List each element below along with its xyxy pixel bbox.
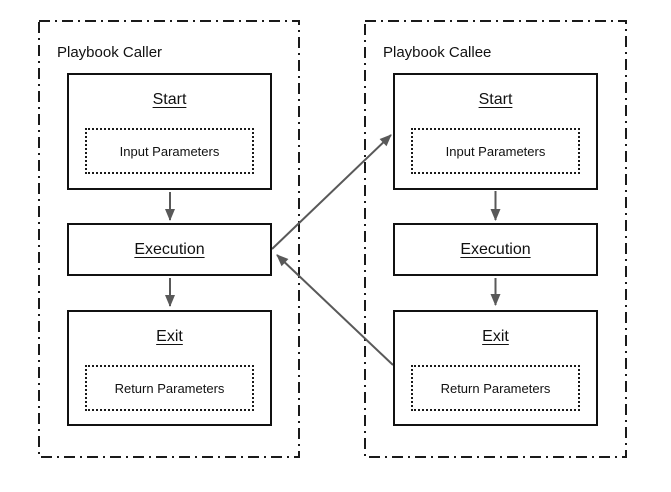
caller-input-parameters-label: Input Parameters	[119, 143, 220, 159]
callee-input-parameters-box: Input Parameters	[411, 128, 580, 174]
callee-input-parameters-label: Input Parameters	[445, 143, 546, 159]
caller-start-title: Start	[152, 91, 187, 108]
caller-input-parameters-box: Input Parameters	[85, 128, 254, 174]
caller-return-parameters-label: Return Parameters	[114, 380, 225, 396]
callee-exit-title: Exit	[482, 328, 509, 345]
return-arrow	[276, 254, 394, 366]
callee-return-parameters-label: Return Parameters	[440, 380, 551, 396]
callee-execution-node: Execution	[393, 223, 598, 276]
callee-return-parameters-box: Return Parameters	[411, 365, 580, 411]
caller-panel-label: Playbook Caller	[57, 44, 163, 61]
callee-execution-title: Execution	[460, 240, 531, 258]
caller-execution-title: Execution	[134, 240, 205, 258]
caller-return-parameters-box: Return Parameters	[85, 365, 254, 411]
caller-start-node: Start Input Parameters	[67, 73, 272, 190]
caller-exit-title: Exit	[156, 328, 183, 345]
callee-start-title: Start	[478, 91, 513, 108]
caller-exit-node: Exit Return Parameters	[67, 310, 272, 426]
callee-panel-label: Playbook Callee	[383, 44, 492, 61]
callee-start-node: Start Input Parameters	[393, 73, 598, 190]
call-arrow	[271, 134, 392, 250]
callee-exit-node: Exit Return Parameters	[393, 310, 598, 426]
caller-execution-node: Execution	[67, 223, 272, 276]
